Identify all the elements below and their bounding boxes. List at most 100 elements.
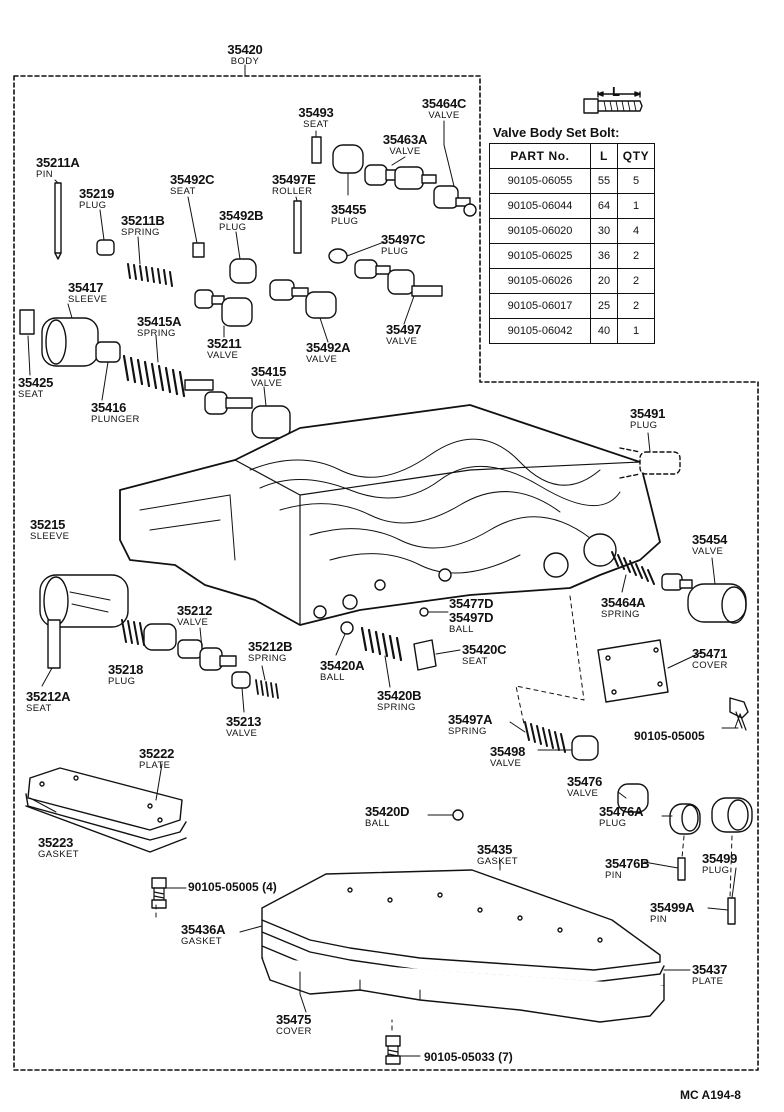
part-name: VALVE bbox=[386, 336, 418, 347]
cell-part-no: 90105-06020 bbox=[489, 218, 591, 244]
part-number: 35476A bbox=[599, 804, 644, 819]
part-number: 35497 bbox=[386, 322, 422, 337]
cell-qty: 1 bbox=[617, 193, 655, 219]
part-name: PLUG bbox=[381, 246, 409, 257]
part-number: 35497A bbox=[448, 712, 493, 727]
part-bolt-90105-05005 bbox=[729, 697, 749, 731]
part-bolt-90105-05005-4 bbox=[151, 877, 167, 909]
part-number: 35435 bbox=[477, 842, 513, 857]
part-name: SEAT bbox=[303, 119, 329, 130]
part-number: 35212B bbox=[248, 639, 293, 654]
part-number: 35497D bbox=[449, 610, 494, 625]
part-name: PLUG bbox=[219, 222, 247, 233]
part-name: PLUG bbox=[630, 420, 658, 431]
part-number: 35218 bbox=[108, 662, 144, 677]
part-gasket-35435 bbox=[261, 869, 661, 971]
part-sleeve-35215 bbox=[39, 574, 129, 628]
part-number: 35455 bbox=[331, 202, 367, 217]
part-number: 35420A bbox=[320, 658, 365, 673]
cell-l: 25 bbox=[590, 293, 618, 319]
part-plug-35219 bbox=[96, 239, 115, 256]
alignment-dashes bbox=[155, 595, 733, 1031]
part-sleeve-35417 bbox=[41, 317, 99, 367]
part-number: 35215 bbox=[30, 517, 66, 532]
part-valve-35492a bbox=[269, 279, 337, 319]
part-spring-35415a bbox=[122, 354, 186, 398]
part-number: 35415A bbox=[137, 314, 182, 329]
part-gasket-35223 bbox=[25, 793, 187, 853]
part-number: 35491 bbox=[630, 406, 666, 421]
part-name: COVER bbox=[692, 660, 728, 671]
part-number: 35222 bbox=[139, 746, 175, 761]
part-pin-35211a bbox=[54, 182, 62, 260]
bolt-callout-90105-05005-4: 90105-05005 (4) bbox=[188, 880, 277, 894]
part-name: SEAT bbox=[18, 389, 44, 400]
header-qty: QTY bbox=[617, 143, 655, 169]
part-plunger-35416 bbox=[95, 341, 121, 363]
cell-part-no: 90105-06042 bbox=[489, 318, 591, 344]
part-number: 35420B bbox=[377, 688, 422, 703]
bolt-callout-90105-05033-7: 90105-05033 (7) bbox=[424, 1050, 513, 1064]
part-plate-35222 bbox=[27, 767, 183, 831]
part-plug-35499 bbox=[711, 797, 753, 833]
cell-l: 30 bbox=[590, 218, 618, 244]
part-name: VALVE bbox=[306, 354, 338, 365]
part-ball-35420a bbox=[340, 621, 354, 635]
part-name: GASKET bbox=[181, 936, 222, 947]
part-number: 35212A bbox=[26, 689, 71, 704]
part-plug-35491 bbox=[619, 447, 681, 479]
part-pin-35476b bbox=[677, 857, 686, 881]
cell-part-no: 90105-06017 bbox=[489, 293, 591, 319]
part-name: VALVE bbox=[567, 788, 599, 799]
part-bolt-90105-05033-7 bbox=[385, 1035, 401, 1065]
part-name: GASKET bbox=[38, 849, 79, 860]
part-name: BALL bbox=[365, 818, 390, 829]
part-number: 35223 bbox=[38, 835, 74, 850]
part-number: 35492C bbox=[170, 172, 215, 187]
part-name: GASKET bbox=[477, 856, 518, 867]
part-name: PLATE bbox=[692, 976, 724, 987]
part-spring-35464a bbox=[611, 551, 655, 585]
part-valve-35213 bbox=[231, 671, 251, 689]
part-name: VALVE bbox=[389, 146, 421, 157]
part-valve-35211 bbox=[194, 289, 253, 327]
cell-l: 20 bbox=[590, 268, 618, 294]
part-name: SLEEVE bbox=[30, 531, 70, 542]
part-name: SEAT bbox=[462, 656, 488, 667]
part-valve-35497 bbox=[354, 259, 443, 297]
part-plug-35497c bbox=[328, 248, 348, 264]
part-seat-35420c bbox=[413, 639, 437, 671]
part-name: PLUG bbox=[108, 676, 136, 687]
part-name: SPRING bbox=[448, 726, 487, 737]
part-valve-35498 bbox=[571, 735, 599, 761]
part-number: 35492B bbox=[219, 208, 264, 223]
part-plug-35476a bbox=[669, 803, 701, 835]
